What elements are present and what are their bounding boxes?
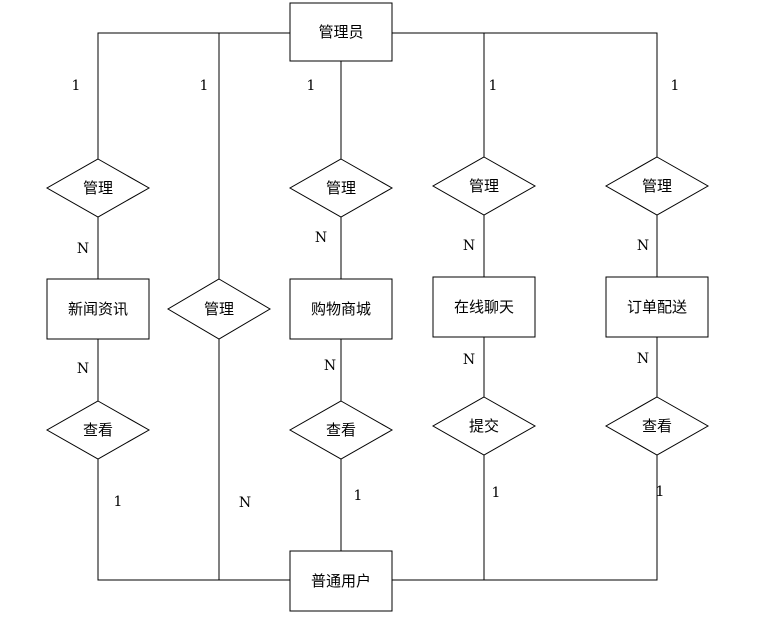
relation-manage-news-label: 管理 [83,179,113,197]
entity-mall-label: 购物商城 [311,300,371,318]
relation-manage-user-label: 管理 [204,300,234,318]
entity-mall: 购物商城 [289,278,393,340]
card-delivery-manage: N [637,238,649,254]
entity-chat: 在线聊天 [432,276,536,338]
card-admin-chat: 1 [489,78,498,94]
card-mall-view: N [324,358,336,374]
entity-admin-label: 管理员 [318,23,363,41]
relation-view-mall: 查看 [288,400,394,460]
card-user-mall: 1 [354,488,363,504]
entity-delivery: 订单配送 [605,276,709,338]
relation-manage-delivery-label: 管理 [642,177,672,195]
line-admin-manage-news [97,32,290,159]
line-view-delivery-user [484,455,658,581]
line-view-news-user [97,459,290,581]
card-chat-submit: N [463,352,475,368]
relation-manage-chat-label: 管理 [469,177,499,195]
relation-view-delivery-label: 查看 [642,417,672,435]
line-admin-right [392,32,658,157]
card-mall-manage: N [315,230,327,246]
card-delivery-view: N [637,351,649,367]
card-news-manage: N [77,241,89,257]
entity-delivery-label: 订单配送 [627,298,687,316]
card-user-chat: 1 [492,485,501,501]
card-user-manage: N [239,495,251,511]
relation-manage-news: 管理 [45,158,151,218]
card-admin-delivery: 1 [671,78,680,94]
relation-view-news-label: 查看 [83,421,113,439]
entity-news-label: 新闻资讯 [68,300,128,318]
relation-view-delivery: 查看 [604,396,710,456]
relation-manage-delivery: 管理 [604,156,710,216]
entity-news: 新闻资讯 [46,278,150,340]
connectors [97,32,658,581]
relation-manage-mall: 管理 [288,158,394,218]
entity-admin: 管理员 [289,2,393,62]
cardinalities: 1 1 1 1 1 N N N N N N N N 1 N 1 1 1 [72,78,680,511]
line-submit-user [392,455,485,581]
card-user-news: 1 [114,494,123,510]
card-user-delivery: 1 [656,484,665,500]
relation-submit-chat: 提交 [431,396,537,456]
card-chat-manage: N [463,238,475,254]
relation-view-mall-label: 查看 [326,421,356,439]
card-news-view: N [77,361,89,377]
entity-chat-label: 在线聊天 [454,298,514,316]
relation-manage-chat: 管理 [431,156,537,216]
relation-submit-chat-label: 提交 [469,417,499,435]
entity-user: 普通用户 [289,550,393,612]
card-admin-mall: 1 [307,78,316,94]
relation-manage-user: 管理 [167,278,271,340]
relation-manage-mall-label: 管理 [326,179,356,197]
entity-user-label: 普通用户 [311,572,371,590]
card-admin-news: 1 [72,78,81,94]
card-admin-user: 1 [200,78,209,94]
relation-view-news: 查看 [45,400,151,460]
